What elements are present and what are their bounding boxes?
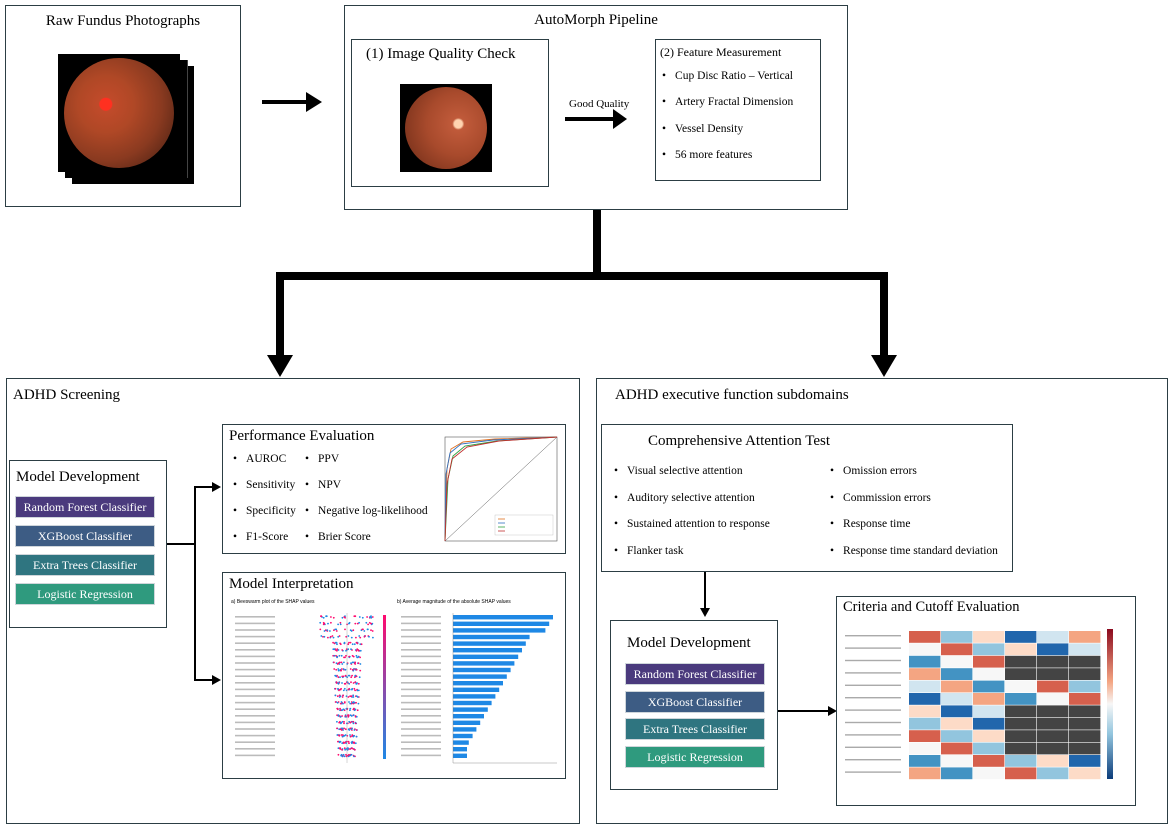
model-random-forest: Random Forest Classifier xyxy=(15,496,155,518)
model-extra-trees: Extra Trees Classifier xyxy=(625,718,765,740)
cat-item: Auditory selective attention xyxy=(614,492,755,504)
fundus-image xyxy=(58,54,180,172)
feature-measurement-title: (2) Feature Measurement xyxy=(660,45,782,59)
interpretation-title: Model Interpretation xyxy=(229,576,354,592)
interpretation-box: Model Interpretation a) Beeswarm plot of… xyxy=(222,572,566,779)
raw-photos-box: Raw Fundus Photographs xyxy=(5,5,241,207)
subdomains-model-dev-box: Model Development Random Forest Classifi… xyxy=(610,620,778,790)
quality-check-title: (1) Image Quality Check xyxy=(366,46,516,62)
cat-item: Response time standard deviation xyxy=(830,545,998,557)
subdomains-title: ADHD executive function subdomains xyxy=(615,387,849,403)
model-random-forest: Random Forest Classifier xyxy=(625,663,765,685)
criteria-box: Criteria and Cutoff Evaluation xyxy=(836,596,1136,806)
cat-item: Response time xyxy=(830,518,910,530)
cat-item: Visual selective attention xyxy=(614,465,743,477)
model-dev-title: Model Development xyxy=(16,469,140,485)
cat-item: Flanker task xyxy=(614,545,684,557)
arrowhead-right-icon xyxy=(613,109,627,129)
arrowhead-right-icon xyxy=(212,675,221,685)
model-xgboost: XGBoost Classifier xyxy=(15,525,155,547)
metric-item: PPV xyxy=(305,453,339,465)
screening-title: ADHD Screening xyxy=(13,387,121,403)
metric-item: AUROC xyxy=(233,453,286,465)
metric-item: Negative log-likelihood xyxy=(305,505,428,517)
cat-item: Commission errors xyxy=(830,492,931,504)
shap-bar-plot xyxy=(401,613,557,764)
feature-item: Cup Disc Ratio – Vertical xyxy=(662,70,793,82)
arrowhead-down-icon xyxy=(700,608,710,617)
metric-item: Brier Score xyxy=(305,531,371,543)
model-logistic: Logistic Regression xyxy=(15,583,155,605)
model-extra-trees: Extra Trees Classifier xyxy=(15,554,155,576)
quality-fundus-image xyxy=(400,84,492,172)
shap-beeswarm-title: a) Beeswarm plot of the SHAP values xyxy=(231,599,315,605)
connector-vertical xyxy=(593,210,601,278)
feature-item: Artery Fractal Dimension xyxy=(662,96,793,108)
shap-bar-title: b) Average magnitude of the absolute SHA… xyxy=(397,599,511,605)
performance-box: Performance Evaluation AUROC Sensitivity… xyxy=(222,424,566,554)
feature-item: Vessel Density xyxy=(662,123,743,135)
model-logistic: Logistic Regression xyxy=(625,746,765,768)
performance-title: Performance Evaluation xyxy=(229,428,375,444)
metric-item: Specificity xyxy=(233,505,296,517)
metric-item: NPV xyxy=(305,479,341,491)
arrowhead-down-icon xyxy=(871,355,897,377)
pipeline-title: AutoMorph Pipeline xyxy=(534,12,658,28)
metric-item: Sensitivity xyxy=(233,479,295,491)
feature-measurement-box: (2) Feature Measurement Cup Disc Ratio –… xyxy=(655,39,821,181)
fundus-stack xyxy=(58,54,198,184)
roc-curve-thumbnail xyxy=(435,429,563,551)
cat-title: Comprehensive Attention Test xyxy=(648,433,830,449)
arrowhead-right-icon xyxy=(828,706,837,716)
criteria-title: Criteria and Cutoff Evaluation xyxy=(843,599,1020,615)
pipeline-box: AutoMorph Pipeline (1) Image Quality Che… xyxy=(344,5,848,210)
auroc-heatmap xyxy=(845,629,1113,780)
arrowhead-right-icon xyxy=(212,482,221,492)
connector-horizontal xyxy=(276,272,888,280)
model-xgboost: XGBoost Classifier xyxy=(625,691,765,713)
arrowhead-down-icon xyxy=(267,355,293,377)
metric-item: F1-Score xyxy=(233,531,288,543)
arrowhead-right-icon xyxy=(306,92,322,112)
cat-box: Comprehensive Attention Test Visual sele… xyxy=(601,424,1013,572)
shap-beeswarm-plot xyxy=(235,613,386,763)
screening-model-dev-box: Model Development Random Forest Classifi… xyxy=(9,460,167,628)
cat-item: Omission errors xyxy=(830,465,917,477)
quality-check-box: (1) Image Quality Check xyxy=(351,39,549,187)
good-quality-label: Good Quality xyxy=(569,98,630,110)
arrow-raw-to-pipeline xyxy=(262,100,310,104)
feature-item: 56 more features xyxy=(662,149,752,161)
model-dev-title: Model Development xyxy=(627,635,751,651)
cat-item: Sustained attention to response xyxy=(614,518,770,530)
raw-photos-title: Raw Fundus Photographs xyxy=(45,13,201,29)
